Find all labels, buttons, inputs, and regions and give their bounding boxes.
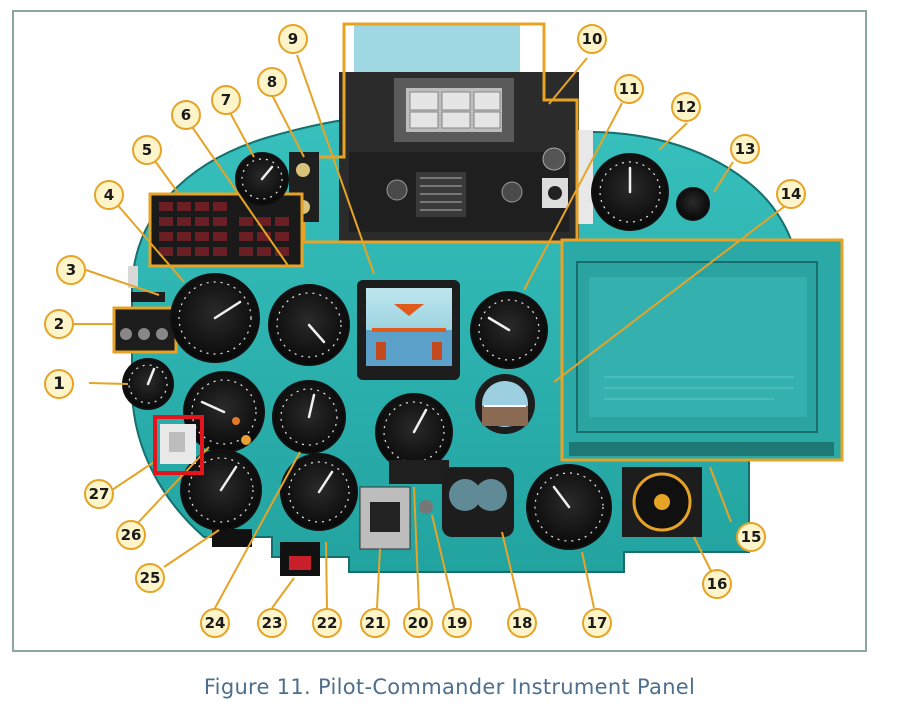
callout-15: 15 [736,522,766,552]
callout-9: 9 [278,24,308,54]
callout-4: 4 [94,180,124,210]
callout-22: 22 [312,608,342,638]
callout-2: 2 [44,309,74,339]
callout-18: 18 [507,608,537,638]
callout-25: 25 [135,563,165,593]
callout-23: 23 [257,608,287,638]
callout-21: 21 [360,608,390,638]
callout-13: 13 [730,134,760,164]
callout-17: 17 [582,608,612,638]
callout-5: 5 [132,135,162,165]
callout-7: 7 [211,85,241,115]
figure-caption: Figure 11. Pilot-Commander Instrument Pa… [203,675,696,699]
callout-10: 10 [577,24,607,54]
callout-3: 3 [56,255,86,285]
callout-20: 20 [403,608,433,638]
callout-24: 24 [200,608,230,638]
highlight-box [153,415,204,475]
callout-14: 14 [776,179,806,209]
panel-illustration [74,22,844,609]
callout-16: 16 [702,569,732,599]
callout-19: 19 [442,608,472,638]
callout-26: 26 [116,520,146,550]
callout-12: 12 [671,92,701,122]
callout-27: 27 [84,479,114,509]
instrument-panel-figure: 1 2 3 4 5 6 7 8 9 10 11 12 13 14 15 16 1… [12,10,867,652]
callout-1: 1 [44,369,74,399]
callout-6: 6 [171,100,201,130]
callout-11: 11 [614,74,644,104]
callout-8: 8 [257,67,287,97]
